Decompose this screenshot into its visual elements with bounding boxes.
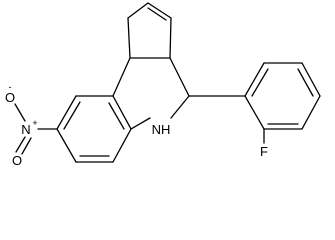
nitro-oxygen-bottom-label: O — [12, 153, 22, 168]
bond-aryl-3-4 — [301, 95, 321, 130]
nitro-oxygen-top-label: O — [5, 90, 15, 105]
bond-c9-c8-double — [63, 101, 81, 130]
amine-label: NH — [152, 122, 171, 137]
bond-c5a-c9a-double — [108, 102, 125, 130]
benzo-ring — [56, 95, 132, 163]
piperidine-ring — [112, 57, 190, 130]
bond-aryl-4-5-double — [297, 68, 314, 97]
nitro-nitrogen-label: N — [21, 122, 30, 137]
bond-nitro-n-o-top — [14, 103, 26, 122]
bond-c9b-c9a — [112, 57, 131, 97]
nitro-oxygen-top-charge: - — [9, 82, 12, 92]
bond-c3-c3a — [169, 17, 172, 59]
bond-c2-c3-double — [147, 7, 167, 21]
structure-canvas: N + O - O NH F — [4, 2, 321, 168]
cyclopentene-ring — [127, 2, 172, 59]
atom-labels: N + O - O NH F — [5, 82, 268, 168]
bond-aryl-6-1-double — [251, 68, 269, 97]
bond-c1-c9b — [127, 17, 131, 59]
bond-c8-c7 — [56, 128, 77, 163]
bond-aryl-4-5 — [301, 62, 321, 97]
bond-c6-c5a — [112, 128, 132, 163]
bond-c3a-c4 — [169, 57, 190, 97]
bond-c9-c8 — [56, 95, 77, 130]
bond-c5a-c9a — [112, 95, 132, 130]
bond-nitro-n-o-bottom-double — [21, 137, 32, 155]
bond-n5-c5a — [130, 117, 151, 130]
nitro-nitrogen-charge: + — [32, 118, 37, 128]
bond-nitro-n-o-bottom — [15, 136, 26, 153]
bond-c2-c3 — [147, 2, 172, 19]
fluorophenyl-ring — [188, 62, 321, 144]
fluorine-label: F — [260, 144, 268, 159]
nitro-group — [14, 103, 58, 155]
molecule-structure: N + O - O NH F — [5, 2, 321, 168]
bond-c4-n5 — [170, 95, 190, 119]
bond-aryl-6-1 — [244, 62, 265, 97]
bond-aryl-1-2 — [244, 95, 265, 130]
bond-c1-c2 — [127, 2, 149, 19]
